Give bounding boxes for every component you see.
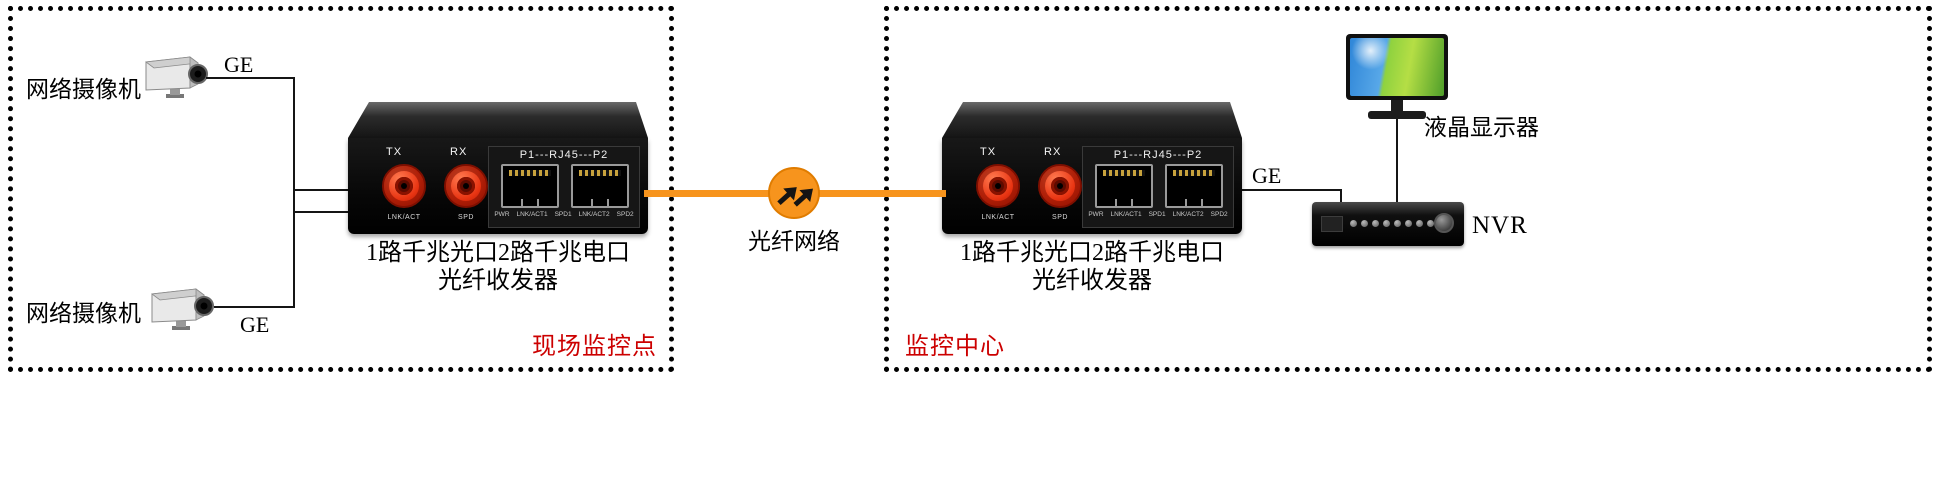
cable-camera-bottom <box>214 306 295 308</box>
converter-caption: 1路千兆光口2路千兆电口 光纤收发器 <box>328 240 668 295</box>
cable-monitor-to-nvr <box>1396 117 1398 205</box>
led-lnkact2: LNK/ACT2 <box>578 211 610 218</box>
camera-top-label: 网络摄像机 <box>26 77 141 102</box>
rj45-title: P1---RJ45---P2 <box>1113 149 1203 161</box>
lnk-act-label: LNK/ACT <box>981 214 1015 221</box>
rx-fiber-port-icon <box>1038 164 1082 208</box>
rj45-jack-2 <box>1165 164 1223 208</box>
ge-label-bottom: GE <box>240 312 270 337</box>
converter-caption-line1: 1路千兆光口2路千兆电口 <box>960 240 1224 266</box>
cable-converter-to-nvr <box>1242 189 1342 191</box>
monitor-neck <box>1391 100 1403 111</box>
rx-label: RX <box>450 146 468 158</box>
media-converter-right: TX RX LNK/ACT SPD P1---RJ45---P2 PWR LNK… <box>942 102 1242 294</box>
converter-caption-line2: 光纤收发器 <box>438 267 558 294</box>
converter-front-face: TX RX LNK/ACT SPD P1---RJ45---P2 PWR LNK… <box>942 138 1242 234</box>
led-pwr: PWR <box>494 211 510 218</box>
rj45-title: P1---RJ45---P2 <box>519 149 609 161</box>
converter-top-face <box>348 102 648 138</box>
monitor-screen <box>1350 38 1444 96</box>
led-spd1: SPD1 <box>1148 211 1166 218</box>
rx-label: RX <box>1044 146 1062 158</box>
rj45-panel: P1---RJ45---P2 PWR LNK/ACT1 SPD1 LNK/ACT… <box>1082 146 1234 228</box>
nvr-knob <box>1434 213 1454 233</box>
fiber-network-label: 光纤网络 <box>748 229 840 254</box>
cable-vertical <box>293 77 295 308</box>
ge-label-right: GE <box>1252 163 1282 188</box>
converter-caption-line1: 1路千兆光口2路千兆电口 <box>366 240 630 266</box>
rj45-jack-1 <box>501 164 559 208</box>
center-panel-label: 监控中心 <box>905 334 1005 360</box>
tx-fiber-port-icon <box>976 164 1020 208</box>
lnk-act-label: LNK/ACT <box>387 214 421 221</box>
converter-front-face: TX RX LNK/ACT SPD P1---RJ45---P2 PWR LNK… <box>348 138 648 234</box>
nvr-label: NVR <box>1472 212 1528 239</box>
led-label-row: PWR LNK/ACT1 SPD1 LNK/ACT2 SPD2 <box>489 211 639 218</box>
tx-label: TX <box>386 146 403 158</box>
led-lnkact1: LNK/ACT1 <box>516 211 548 218</box>
monitor-icon <box>1346 34 1448 119</box>
led-spd2: SPD2 <box>1210 211 1228 218</box>
tx-fiber-port-icon <box>382 164 426 208</box>
led-spd1: SPD1 <box>554 211 572 218</box>
camera-icon <box>138 48 210 102</box>
tx-label: TX <box>980 146 997 158</box>
led-lnkact2: LNK/ACT2 <box>1172 211 1204 218</box>
converter-caption: 1路千兆光口2路千兆电口 光纤收发器 <box>922 240 1262 295</box>
led-label-row: PWR LNK/ACT1 SPD1 LNK/ACT2 SPD2 <box>1083 211 1233 218</box>
nvr-slot <box>1321 216 1343 232</box>
cable-to-converter-2 <box>295 211 348 213</box>
rj45-jack-1 <box>1095 164 1153 208</box>
fiber-network-icon <box>768 167 820 219</box>
converter-top-face <box>942 102 1242 138</box>
site-panel-label: 现场监控点 <box>532 334 657 360</box>
spd-label: SPD <box>458 214 474 221</box>
camera-icon <box>144 280 216 334</box>
media-converter-left: TX RX LNK/ACT SPD P1---RJ45---P2 PWR LNK… <box>348 102 648 294</box>
led-lnkact1: LNK/ACT1 <box>1110 211 1142 218</box>
monitor-label: 液晶显示器 <box>1424 115 1539 140</box>
nvr-icon <box>1312 202 1464 246</box>
site-panel: 现场监控点 <box>8 6 674 372</box>
monitor-base <box>1368 111 1426 119</box>
cable-drop-to-nvr <box>1340 189 1342 213</box>
rj45-jack-2 <box>571 164 629 208</box>
led-spd2: SPD2 <box>616 211 634 218</box>
camera-bottom-label: 网络摄像机 <box>26 301 141 326</box>
nvr-buttons <box>1350 220 1445 227</box>
rx-fiber-port-icon <box>444 164 488 208</box>
cable-camera-top <box>206 77 295 79</box>
monitor-frame <box>1346 34 1448 100</box>
led-pwr: PWR <box>1088 211 1104 218</box>
rj45-panel: P1---RJ45---P2 PWR LNK/ACT1 SPD1 LNK/ACT… <box>488 146 640 228</box>
ge-label-top: GE <box>224 52 254 77</box>
spd-label: SPD <box>1052 214 1068 221</box>
center-panel: 监控中心 <box>884 6 1932 372</box>
converter-caption-line2: 光纤收发器 <box>1032 267 1152 294</box>
cable-to-converter-1 <box>295 189 348 191</box>
